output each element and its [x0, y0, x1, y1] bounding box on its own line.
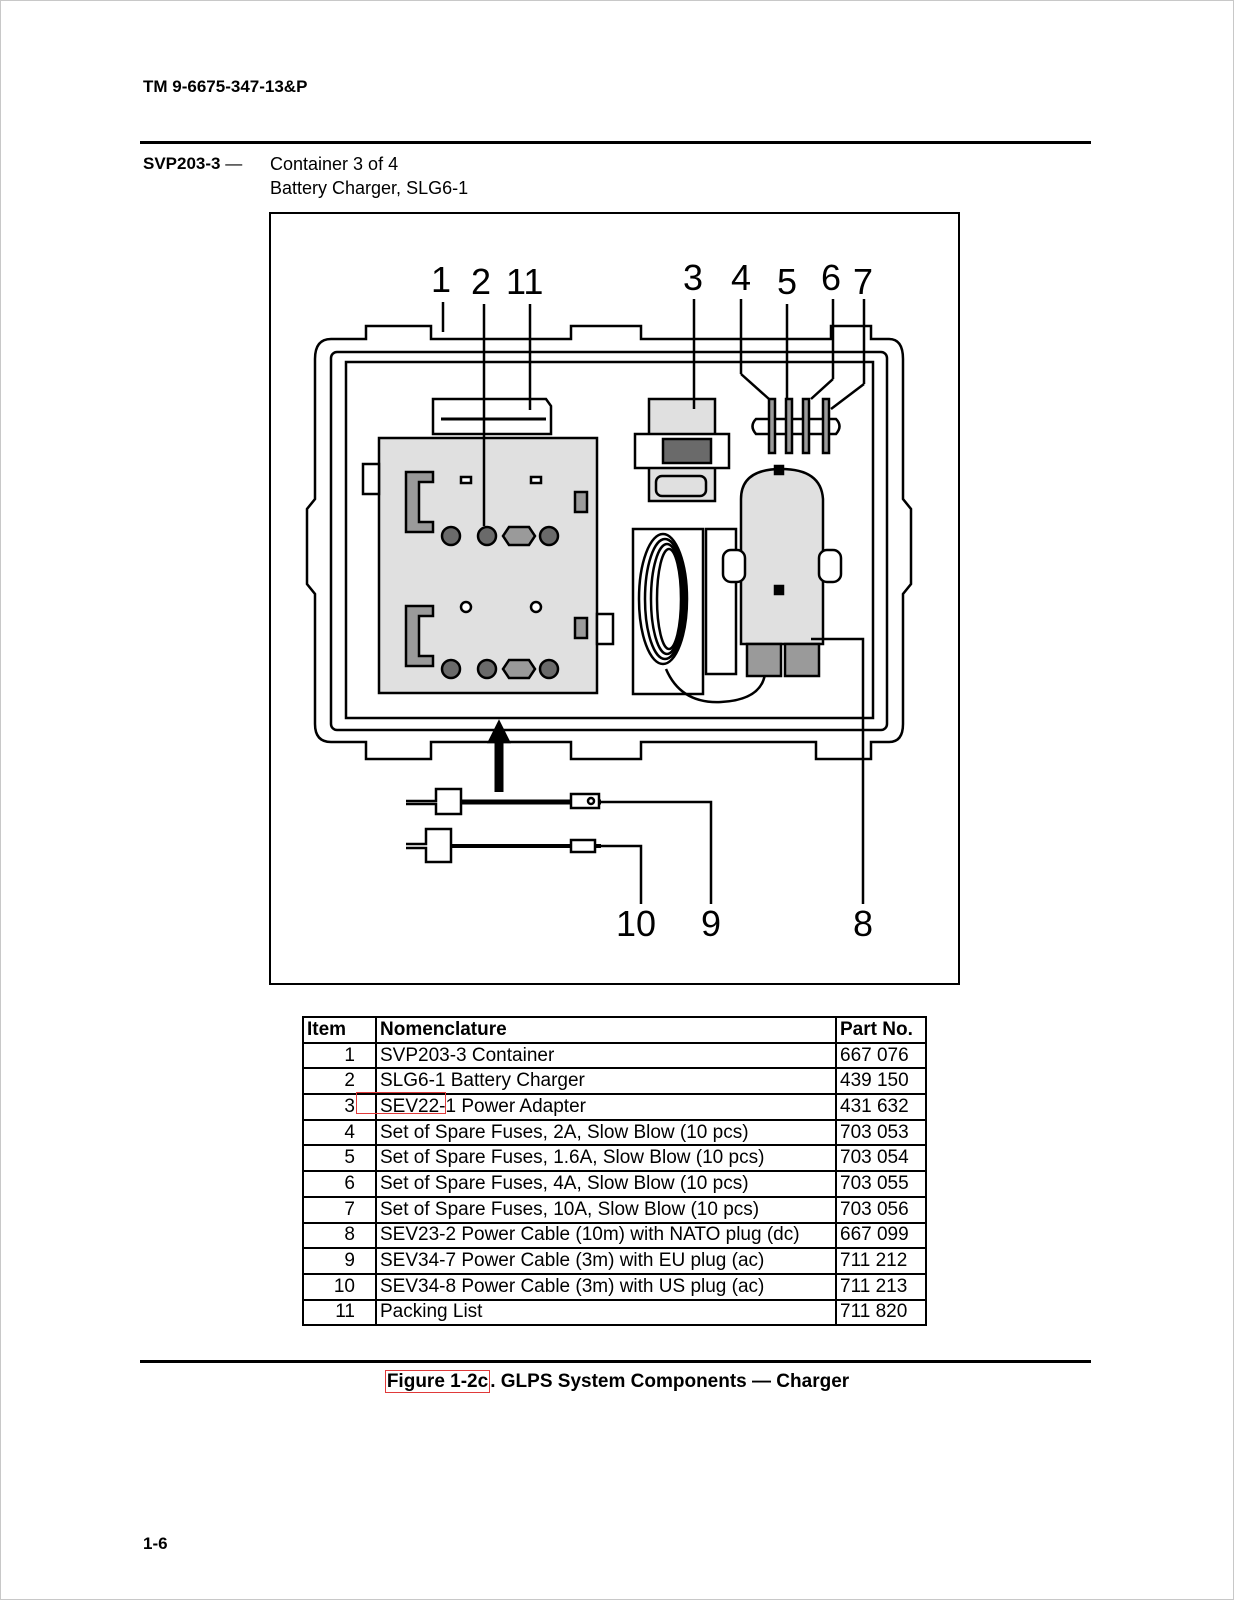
header-nomenclature: Nomenclature	[375, 1016, 837, 1044]
callout-10: 10	[616, 903, 656, 944]
cell-nomenclature: SLG6-1 Battery Charger	[375, 1067, 837, 1096]
case-outline	[305, 324, 913, 761]
cell-part-no: 703 056	[835, 1195, 927, 1224]
bottom-rule	[140, 1360, 1091, 1363]
cell-part-no: 711 820	[835, 1298, 927, 1327]
cell-item: 9	[302, 1247, 377, 1275]
charger-container-diagram: 1 2 11 3 4 5 6 7 10 9 8	[305, 257, 913, 944]
callout-5: 5	[777, 261, 797, 302]
cable-compartment	[631, 527, 705, 696]
section-subtitle: Battery Charger, SLG6-1	[270, 178, 469, 198]
section-title: Container 3 of 4	[270, 154, 399, 174]
us-power-cable	[406, 827, 453, 864]
table-header-row: Item Nomenclature Part No.	[302, 1016, 927, 1044]
cell-nomenclature: Set of Spare Fuses, 1.6A, Slow Blow (10 …	[375, 1144, 837, 1173]
cell-item: 2	[302, 1067, 377, 1096]
cell-nomenclature: Packing List	[375, 1298, 837, 1327]
cell-item: 1	[302, 1041, 377, 1070]
cell-part-no: 703 055	[835, 1170, 927, 1198]
figure-label: Figure 1-2c	[384, 1370, 491, 1393]
callout-9: 9	[701, 903, 721, 944]
figure-caption: Figure 1-2c. GLPS System Components — Ch…	[0, 1370, 1234, 1393]
case-inner-rim	[329, 350, 889, 732]
cell-nomenclature: SEV22-1 Power Adapter	[375, 1093, 837, 1121]
figure-caption-text: . GLPS System Components — Charger	[490, 1371, 850, 1392]
callout-6: 6	[821, 257, 841, 298]
document-id: TM 9-6675-347-13&P	[143, 77, 308, 96]
eu-power-cable	[406, 787, 463, 816]
case-tray	[344, 360, 875, 720]
callout-1: 1	[431, 259, 451, 300]
cell-item: 6	[302, 1170, 377, 1198]
cell-nomenclature: SEV34-8 Power Cable (3m) with US plug (a…	[375, 1272, 837, 1301]
callout-3: 3	[683, 257, 703, 298]
callout-11: 11	[506, 261, 543, 302]
header-part-no: Part No.	[835, 1016, 927, 1044]
page-number: 1-6	[143, 1534, 168, 1553]
cell-part-no: 667 076	[835, 1041, 927, 1070]
cell-item: 11	[302, 1298, 377, 1327]
cell-item: 7	[302, 1195, 377, 1224]
callout-7: 7	[853, 261, 873, 302]
figure-box: 1 2 11 3 4 5 6 7 10 9 8	[269, 212, 960, 985]
cell-nomenclature: Set of Spare Fuses, 10A, Slow Blow (10 p…	[375, 1195, 837, 1224]
section-code: SVP203-3 —	[143, 154, 242, 174]
section-code-text: SVP203-3	[143, 154, 221, 173]
cell-item: 4	[302, 1118, 377, 1147]
header-item: Item	[302, 1016, 377, 1044]
nato-cable-reel	[739, 467, 825, 646]
cell-nomenclature: Set of Spare Fuses, 2A, Slow Blow (10 pc…	[375, 1118, 837, 1147]
callout-4: 4	[731, 257, 751, 298]
cell-nomenclature: SEV23-2 Power Cable (10m) with NATO plug…	[375, 1221, 837, 1250]
cell-part-no: 711 213	[835, 1272, 927, 1301]
top-rule	[140, 141, 1091, 144]
cell-nomenclature: SVP203-3 Container	[375, 1041, 837, 1070]
highlight-annotation	[356, 1092, 446, 1114]
cell-item: 5	[302, 1144, 377, 1173]
cell-item: 10	[302, 1272, 377, 1301]
cell-item: 8	[302, 1221, 377, 1250]
section-dash: —	[220, 154, 243, 173]
cell-item: 3	[302, 1093, 377, 1121]
callout-8: 8	[853, 903, 873, 944]
cell-part-no: 703 054	[835, 1144, 927, 1173]
packing-list-shape	[431, 397, 553, 436]
cell-nomenclature: SEV34-7 Power Cable (3m) with EU plug (a…	[375, 1247, 837, 1275]
cell-nomenclature: Set of Spare Fuses, 4A, Slow Blow (10 pc…	[375, 1170, 837, 1198]
cell-part-no: 711 212	[835, 1247, 927, 1275]
cell-part-no: 431 632	[835, 1093, 927, 1121]
cell-part-no: 439 150	[835, 1067, 927, 1096]
callout-2: 2	[471, 261, 491, 302]
cell-part-no: 667 099	[835, 1221, 927, 1250]
cell-part-no: 703 053	[835, 1118, 927, 1147]
